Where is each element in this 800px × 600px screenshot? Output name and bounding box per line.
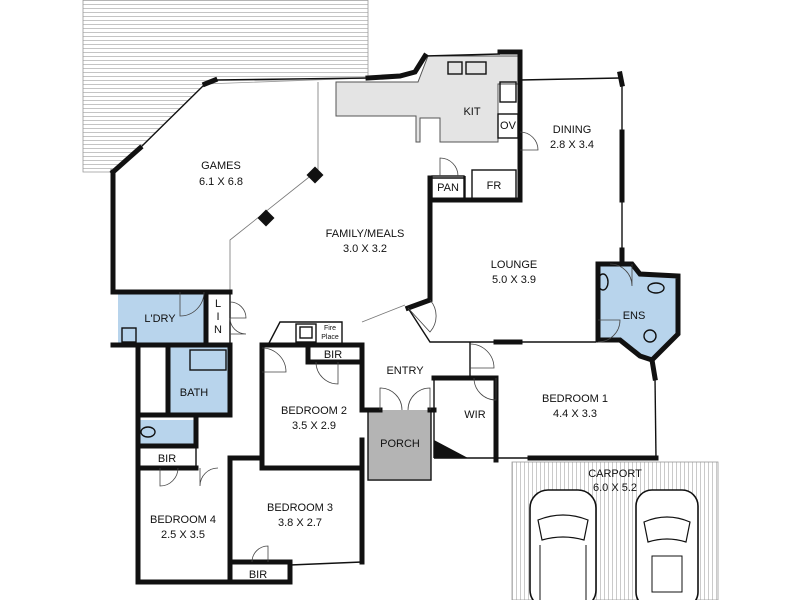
family-meals-name: FAMILY/MEALS bbox=[326, 228, 405, 240]
bedroom1-size: 4.4 X 3.3 bbox=[553, 408, 597, 420]
bedroom4-name: BEDROOM 4 bbox=[150, 514, 216, 526]
bath-area bbox=[168, 345, 230, 415]
carport-name: CARPORT bbox=[588, 468, 642, 480]
porch-name: PORCH bbox=[380, 438, 420, 450]
entry-name: ENTRY bbox=[386, 365, 424, 377]
kitchen-bench bbox=[335, 55, 519, 143]
fixtures bbox=[121, 61, 665, 438]
fridge-label: FR bbox=[487, 180, 502, 192]
pantry-label: PAN bbox=[437, 182, 459, 194]
bedroom4-size: 2.5 X 3.5 bbox=[161, 529, 205, 541]
car-right bbox=[635, 489, 699, 600]
bedroom3-size: 3.8 X 2.7 bbox=[278, 517, 322, 529]
kitchen-name: KIT bbox=[463, 106, 480, 118]
bedroom2-name: BEDROOM 2 bbox=[281, 405, 347, 417]
porch-area bbox=[368, 410, 431, 479]
laundry-name: L'DRY bbox=[144, 313, 176, 325]
toilet-area bbox=[138, 420, 194, 445]
walls bbox=[109, 49, 681, 585]
carport-size: 6.0 X 5.2 bbox=[593, 482, 637, 494]
post bbox=[257, 209, 275, 227]
bedroom2-size: 3.5 X 2.9 bbox=[292, 420, 336, 432]
games-name: GAMES bbox=[201, 160, 241, 172]
bedroom4-bir: BIR bbox=[158, 453, 176, 465]
lounge-size: 5.0 X 3.9 bbox=[492, 274, 536, 286]
dining-size: 2.8 X 3.4 bbox=[550, 139, 594, 151]
bath-name: BATH bbox=[180, 387, 209, 399]
lounge-name: LOUNGE bbox=[491, 259, 537, 271]
linen-l: L bbox=[215, 298, 221, 310]
laundry-area bbox=[118, 292, 206, 345]
bedroom2-bir: BIR bbox=[324, 349, 342, 361]
deck-area bbox=[82, 0, 369, 173]
post bbox=[306, 166, 324, 184]
linen-n: N bbox=[214, 324, 222, 336]
fireplace-line2: Place bbox=[321, 334, 339, 341]
ensuite-name: ENS bbox=[623, 310, 646, 322]
linen-i: I bbox=[216, 311, 219, 323]
dining-name: DINING bbox=[553, 124, 592, 136]
bedroom3-name: BEDROOM 3 bbox=[267, 502, 333, 514]
car-left bbox=[529, 489, 597, 600]
fireplace-line1: Fire bbox=[324, 325, 336, 332]
oven-label: OV bbox=[500, 120, 517, 132]
bedroom1-name: BEDROOM 1 bbox=[542, 393, 608, 405]
bedroom3-bir: BIR bbox=[249, 569, 267, 581]
wir-corner bbox=[434, 440, 468, 458]
games-size: 6.1 X 6.8 bbox=[199, 176, 243, 188]
door-swings bbox=[159, 131, 633, 563]
family-meals-size: 3.0 X 3.2 bbox=[343, 243, 387, 255]
wir-name: WIR bbox=[464, 409, 485, 421]
